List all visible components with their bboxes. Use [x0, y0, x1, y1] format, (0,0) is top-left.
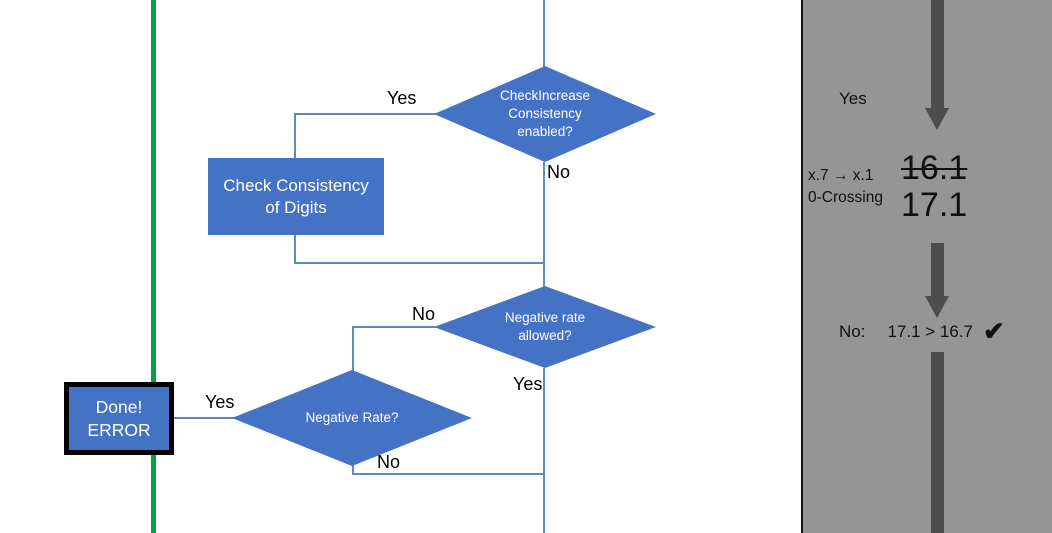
annotation-row-labels: x.7 → x.1 0-Crossing	[808, 165, 883, 210]
annotation-comparison: 17.1 > 16.7	[887, 322, 974, 341]
arrow-head	[925, 108, 949, 130]
edge-label-no-negative-rate: No	[377, 452, 401, 472]
process-check-consistency-of-digits[interactable]: Check Consistency of Digits	[208, 158, 384, 235]
edge-label-no-check-increase: No	[547, 162, 571, 182]
decision-negative-rate-allowed[interactable]: Negative rate allowed?	[434, 286, 656, 368]
arrow-head	[925, 296, 949, 318]
arrow-shaft	[931, 352, 944, 533]
edge-label-no-negative-rate-allowed: No	[412, 304, 436, 324]
arrow-shaft	[931, 243, 944, 299]
decision-label: Negative rate allowed?	[434, 286, 656, 368]
decision-label-line2: Consistency	[508, 105, 582, 121]
edge-label-yes-to-done: Yes	[205, 392, 235, 412]
connector-yes-to-done	[174, 417, 234, 419]
check-mark-icon: ✔	[983, 316, 1005, 346]
decision-label-line2: allowed?	[518, 328, 572, 343]
terminator-label-line2: ERROR	[87, 419, 151, 440]
connector-no-negallowed-h	[352, 326, 436, 328]
annotation-comparison-row: No: 17.1 > 16.7 ✔	[839, 315, 1005, 346]
annotation-value-struck: 16.1	[901, 149, 968, 187]
annotation-crossing-label: 0-Crossing	[808, 189, 883, 207]
terminator-label-line1: Done!	[95, 397, 143, 418]
decision-label: CheckIncrease Consistency enabled?	[434, 66, 656, 162]
annotation-panel: Yes x.7 → x.1 0-Crossing 16.1 17.1 No: 17…	[801, 0, 1052, 533]
edge-label-yes-negative-rate-allowed: Yes	[513, 374, 543, 394]
connector-spine-to-negallowed	[543, 262, 545, 287]
connector-return-consistency-v	[294, 234, 296, 263]
process-label-line1: Check Consistency	[223, 175, 369, 195]
arrow-shaft	[931, 0, 944, 112]
process-label-line2: of Digits	[265, 197, 327, 217]
decision-label-line3: enabled?	[517, 124, 573, 140]
connector-return-consistency-h	[294, 262, 544, 264]
annotation-yes-label: Yes	[839, 89, 867, 108]
connector-spine-bottom	[543, 473, 545, 533]
connector-no-negrate-v	[352, 465, 354, 474]
connector-spine-top	[543, 0, 545, 114]
decision-negative-rate[interactable]: Negative Rate?	[232, 370, 472, 466]
decision-label: Negative Rate?	[232, 370, 472, 466]
connector-yes-checkincrease-v	[294, 113, 296, 159]
connector-no-negallowed-v	[352, 326, 354, 371]
decision-label-line1: CheckIncrease	[499, 87, 591, 103]
connector-no-negrate-h	[352, 473, 544, 475]
annotation-value-current: 17.1	[901, 185, 968, 224]
decision-label-line1: Negative rate	[504, 309, 586, 325]
edge-label-yes-check-increase: Yes	[387, 88, 417, 108]
annotation-comparison-prefix: No:	[839, 322, 866, 341]
terminator-done-error[interactable]: Done! ERROR	[64, 382, 174, 455]
decision-label-line1: Negative Rate?	[305, 409, 399, 425]
annotation-values: 16.1 17.1	[901, 150, 967, 223]
decision-check-increase-consistency[interactable]: CheckIncrease Consistency enabled?	[434, 66, 656, 162]
connector-spine-mid-upper	[543, 162, 545, 263]
connector-yes-checkincrease-h	[294, 113, 436, 115]
connector-spine-mid-lower	[543, 368, 545, 474]
green-guide-line	[151, 0, 156, 533]
annotation-rounding-label: x.7 → x.1	[808, 167, 874, 184]
